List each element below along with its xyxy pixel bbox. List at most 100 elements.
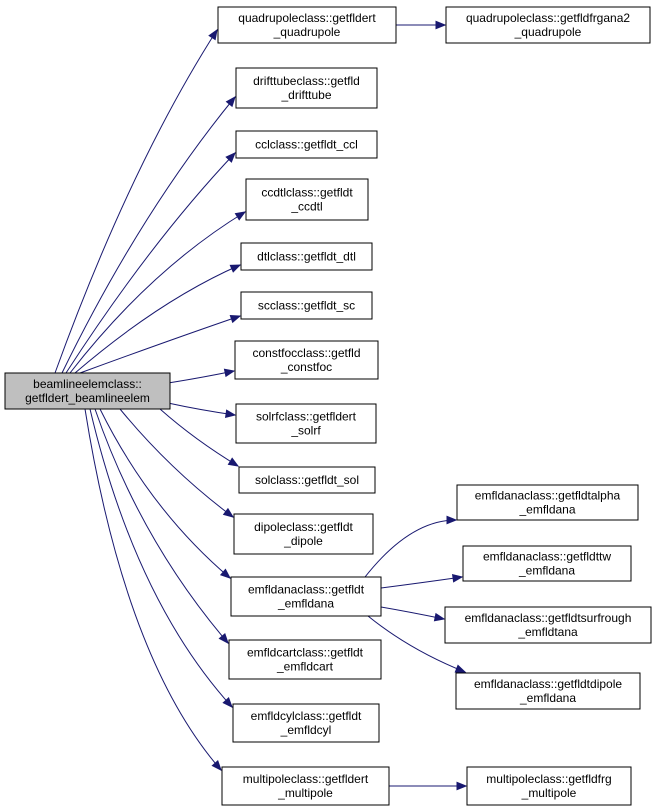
arrowhead-icon — [223, 368, 236, 378]
node-label-line: multipoleclass::getfldfrg — [486, 772, 611, 786]
edge-line — [94, 408, 229, 644]
edge-line — [380, 606, 445, 620]
node-emfldcyl[interactable]: emfldcylclass::getfldt_emfldcyl — [232, 703, 380, 743]
edge-emfldana-to-emalpha — [364, 515, 458, 578]
node-sol[interactable]: solclass::getfldt_sol — [238, 466, 376, 494]
node-drift[interactable]: drifttubeclass::getfld_drifttube — [235, 67, 378, 109]
edge-root-to-drift — [61, 95, 236, 374]
node-box — [230, 576, 382, 617]
arrowhead-icon — [222, 507, 235, 518]
edge-root-to-sol — [159, 408, 240, 467]
node-label-line: dtlclass::getfldt_dtl — [257, 250, 356, 264]
node-emtw[interactable]: emfldanaclass::getfldttw_emfldana — [462, 545, 632, 582]
edge-line — [74, 264, 241, 374]
node-dtl[interactable]: dtlclass::getfldt_dtl — [240, 242, 373, 271]
node-box — [456, 484, 639, 521]
edge-line — [167, 370, 235, 384]
node-box — [238, 466, 376, 494]
node-box — [444, 606, 652, 644]
edge-root-to-emfldcart — [94, 408, 229, 645]
node-emalpha[interactable]: emfldanaclass::getfldtalpha_emfldana — [456, 484, 639, 521]
edge-line — [84, 408, 222, 771]
node-label-line: emfldcartclass::getfldt — [247, 646, 364, 660]
node-label-line: _drifttube — [280, 88, 331, 102]
node-solrf[interactable]: solrfclass::getfldert_solrf — [235, 403, 377, 444]
node-label-line: solclass::getfldt_sol — [255, 473, 359, 487]
node-label-line: dipoleclass::getfldt — [254, 520, 353, 534]
node-label-line: _multipole — [277, 786, 333, 800]
node-label-line: _multipole — [521, 786, 577, 800]
node-label-line: _emfldcart — [276, 660, 334, 674]
node-constfoc[interactable]: constfocclass::getfld_constfoc — [234, 340, 379, 380]
edge-line — [69, 211, 246, 374]
node-label-line: quadrupoleclass::getfldfrgana2 — [466, 11, 630, 25]
node-box — [4, 372, 171, 410]
node-quad2[interactable]: quadrupoleclass::getfldfrgana2_quadrupol… — [445, 6, 651, 44]
node-box — [466, 766, 632, 806]
node-label-line: beamlineelemclass:: — [33, 377, 142, 391]
node-multipole[interactable]: multipoleclass::getfldert_multipole — [221, 766, 390, 806]
edge-root-to-emfldana — [99, 408, 232, 579]
node-sc[interactable]: scclass::getfldt_sc — [240, 291, 373, 320]
root-node: beamlineelemclass::getfldert_beamlineele… — [4, 372, 171, 410]
arrowhead-icon — [219, 568, 232, 579]
node-label-line: emfldanaclass::getfldtdipole — [474, 677, 622, 691]
edge-line — [367, 615, 466, 673]
arrowhead-icon — [229, 264, 242, 273]
node-label-line: multipoleclass::getfldert — [243, 772, 369, 786]
node-label-line: _emfldcyl — [280, 723, 332, 737]
edge-root-to-ccdtl — [69, 211, 247, 374]
node-box — [233, 513, 374, 555]
node-box — [234, 340, 379, 380]
edge-root-to-quad — [54, 28, 218, 374]
node-multipole2[interactable]: multipoleclass::getfldfrg_multipole — [466, 766, 632, 806]
node-label-line: _emfldtana — [517, 625, 578, 639]
edge-line — [79, 315, 241, 374]
node-layer: beamlineelemclass::getfldert_beamlineele… — [4, 6, 652, 806]
node-box — [232, 703, 380, 743]
arrowhead-icon — [211, 759, 222, 772]
node-quad[interactable]: quadrupoleclass::getfldert_quadrupole — [217, 6, 397, 44]
arrowhead-icon — [446, 515, 458, 525]
arrowhead-icon — [218, 632, 229, 645]
edge-line — [54, 29, 218, 374]
edge-root-to-sc — [79, 314, 242, 374]
node-box — [462, 545, 632, 582]
edge-line — [159, 408, 239, 467]
edge-line — [65, 152, 236, 374]
node-dipole[interactable]: dipoleclass::getfldt_dipole — [233, 513, 374, 555]
edge-line — [119, 408, 234, 518]
node-box — [217, 6, 397, 44]
edge-line — [61, 96, 236, 374]
edge-line — [364, 519, 457, 578]
node-emsurf[interactable]: emfldanaclass::getfldtsurfrough_emfldtan… — [444, 606, 652, 644]
arrowhead-icon — [456, 781, 468, 791]
node-label-line: _emfldana — [518, 503, 575, 517]
node-label-line: _ccdtl — [290, 200, 322, 214]
arrowhead-icon — [225, 95, 236, 108]
node-ccdtl[interactable]: ccdtlclass::getfldt_ccdtl — [245, 178, 369, 221]
edge-layer — [54, 20, 468, 791]
node-label-line: emfldanaclass::getfldt — [248, 583, 365, 597]
node-box — [235, 403, 377, 444]
node-emfldcart[interactable]: emfldcartclass::getfldt_emfldcart — [228, 639, 382, 680]
node-label-line: quadrupoleclass::getfldert — [238, 11, 376, 25]
edge-line — [380, 576, 463, 589]
edge-line — [99, 408, 231, 579]
node-label-line: solrfclass::getfldert — [256, 410, 357, 424]
node-box — [228, 639, 382, 680]
edge-root-to-dipole — [119, 408, 235, 518]
node-ccl[interactable]: cclclass::getfldt_ccl — [235, 130, 378, 159]
node-box — [455, 672, 641, 710]
node-label-line: emfldcylclass::getfldt — [251, 709, 362, 723]
node-emfldana[interactable]: emfldanaclass::getfldt_emfldana — [230, 576, 382, 617]
arrowhead-icon — [234, 211, 247, 221]
edge-emfldana-to-emdipole — [367, 615, 467, 673]
node-label-line: _solrf — [290, 424, 321, 438]
node-emdipole[interactable]: emfldanaclass::getfldtdipole_emfldana — [455, 672, 641, 710]
node-box — [445, 6, 651, 44]
edge-emfldana-to-emtw — [380, 574, 464, 589]
node-label-line: _emfldana — [518, 564, 575, 578]
edge-root-to-dtl — [74, 264, 242, 374]
